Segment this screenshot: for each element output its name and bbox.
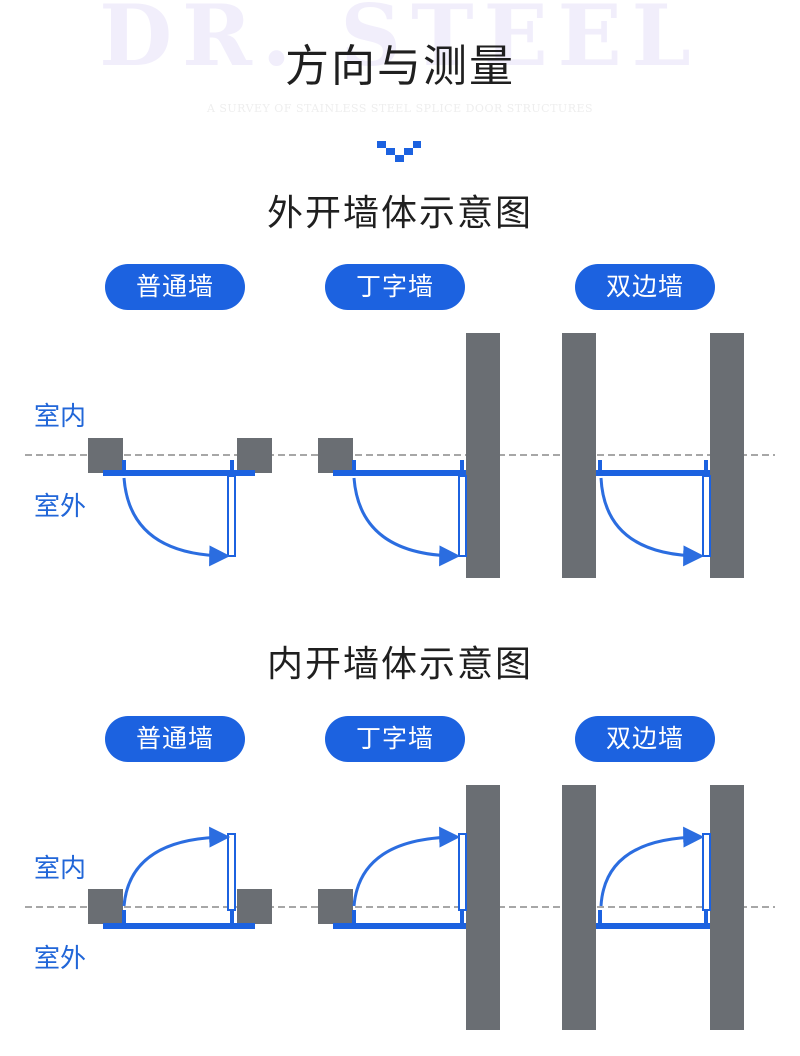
door-leaf: [458, 475, 467, 557]
wall-pillar: [562, 785, 596, 1030]
door-swing-arrow: [599, 826, 705, 907]
outdoor-label-outward: 室外: [34, 492, 87, 522]
door-frame-jamb: [704, 460, 708, 472]
door-swing-arrow: [352, 826, 461, 907]
wall-block: [88, 889, 123, 924]
door-frame-jamb: [352, 910, 356, 924]
chevron-down-icon: [377, 141, 421, 162]
door-swing-arrow: [122, 826, 231, 907]
door-swing-arrow: [122, 477, 231, 567]
pill-ordinary-wall-outward: 普通墙: [105, 264, 245, 310]
door-frame-jamb: [460, 460, 464, 472]
page-title: 方向与测量: [285, 41, 515, 92]
page-subtitle: A SURVEY OF STAINLESS STEEL SPLICE DOOR …: [206, 102, 594, 115]
inward-section-title: 内开墙体示意图: [266, 644, 533, 685]
door-frame-jamb: [598, 910, 602, 924]
inward-door-diagram: [25, 785, 775, 1030]
door-frame: [333, 470, 466, 476]
wall-block: [318, 438, 353, 473]
indoor-label-inward: 室内: [34, 854, 87, 884]
pill-t-wall-inward: 丁字墙: [325, 716, 465, 762]
door-leaf: [227, 475, 236, 557]
wall-pillar: [710, 333, 744, 578]
door-frame: [333, 923, 466, 929]
wall-pillar: [466, 333, 500, 578]
pill-t-wall-outward: 丁字墙: [325, 264, 465, 310]
pill-double-wall-outward: 双边墙: [575, 264, 715, 310]
door-swing-arrow: [352, 477, 461, 567]
door-leaf: [702, 833, 711, 911]
wall-pillar: [466, 785, 500, 1030]
indoor-label-outward: 室内: [34, 402, 87, 432]
outward-section-title: 外开墙体示意图: [266, 193, 533, 234]
door-frame-jamb: [352, 460, 356, 472]
door-swing-arrow: [599, 477, 705, 567]
door-frame-jamb: [460, 910, 464, 924]
brand-watermark: DR. STEEL: [99, 0, 701, 85]
wall-pillar: [562, 333, 596, 578]
door-frame-jamb: [598, 460, 602, 472]
door-leaf: [458, 833, 467, 911]
pill-double-wall-inward: 双边墙: [575, 716, 715, 762]
pill-ordinary-wall-inward: 普通墙: [105, 716, 245, 762]
door-frame-jamb: [230, 460, 234, 472]
door-frame-jamb: [122, 910, 126, 924]
door-frame: [103, 470, 255, 476]
door-frame: [596, 470, 710, 476]
door-frame-jamb: [122, 460, 126, 472]
outdoor-label-inward: 室外: [34, 944, 87, 974]
wall-pillar: [710, 785, 744, 1030]
door-frame: [596, 923, 710, 929]
door-leaf: [702, 475, 711, 557]
wall-block: [88, 438, 123, 473]
door-leaf: [227, 833, 236, 911]
outward-door-diagram: [25, 333, 775, 578]
wall-block: [237, 889, 272, 924]
door-frame-jamb: [704, 910, 708, 924]
door-frame: [103, 923, 255, 929]
door-frame-jamb: [230, 910, 234, 924]
wall-block: [237, 438, 272, 473]
wall-block: [318, 889, 353, 924]
